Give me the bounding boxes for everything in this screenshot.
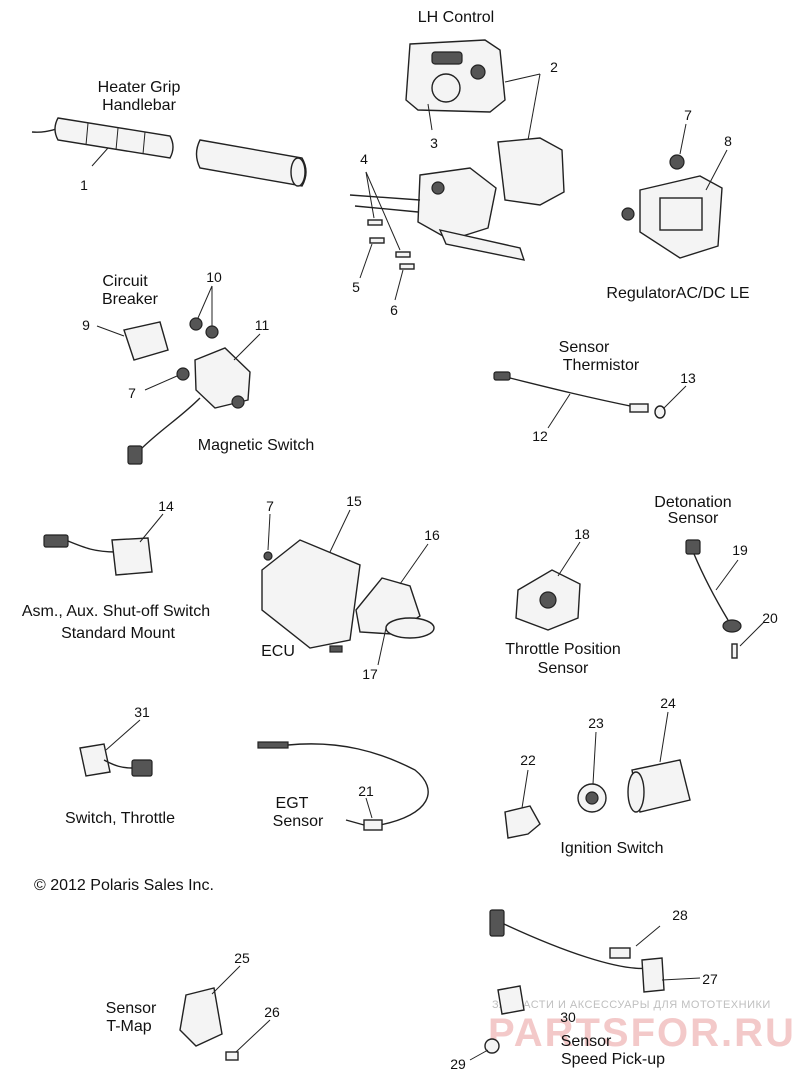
callout-3: 3 [430,135,438,151]
sensor-thermistor-group [493,371,687,429]
callout-7-breaker: 7 [128,385,136,401]
throttle-position-label-1: Throttle Position [505,641,621,658]
callout-11: 11 [255,317,270,333]
watermark-tagline: ЗАПЧАСТИ И АКСЕССУАРЫ ДЛЯ МОТОТЕХНИКИ [492,999,771,1011]
ignition-switch-group [504,711,691,839]
part-labels: LH Control Heater Grip Handlebar Regulat… [22,9,750,1068]
callout-16: 16 [424,527,440,543]
aux-shutoff-group [43,513,164,576]
speed-sensor-label-2: Speed Pick-up [561,1051,665,1068]
circuit-breaker [123,321,169,361]
callout-27: 27 [702,971,718,987]
lh-control-label: LH Control [418,9,494,26]
circuit-breaker-label-1: Circuit [102,273,148,290]
callout-15: 15 [346,493,362,509]
callout-10: 10 [206,269,222,285]
detonation-sensor-group [685,539,765,659]
ignition-key [504,805,541,839]
brake-control-group [349,137,565,301]
watermark: PARTSFOR.RU ЗАПЧАСТИ И АКСЕССУАРЫ ДЛЯ МО… [488,999,796,1055]
callout-13: 13 [680,370,696,386]
egt-label-2: Sensor [273,813,324,830]
magnetic-switch-body [194,347,251,409]
callout-6: 6 [390,302,398,318]
throttle-position-label-2: Sensor [538,660,589,677]
ecu-body [261,539,361,649]
detonation-label-1: Detonation [654,494,731,511]
callout-23: 23 [588,715,604,731]
circuit-breaker-label-2: Breaker [102,291,159,308]
heater-grip-group [31,117,307,187]
switch-throttle-label: Switch, Throttle [65,810,175,827]
heater-grip-label-1: Heater Grip [98,79,181,96]
switch-throttle-group [79,719,153,777]
watermark-logo: PARTSFOR.RU [488,1011,796,1055]
callout-17: 17 [362,666,378,682]
callout-numbers: 1 2 3 4 5 6 7 8 9 10 11 7 12 13 14 7 15 … [80,59,778,1072]
brake-lever [438,229,526,261]
control-body [417,167,497,241]
callout-21: 21 [358,783,374,799]
throttle-position-group [515,541,581,631]
magnetic-switch-label: Magnetic Switch [198,437,315,454]
callout-19: 19 [732,542,748,558]
heater-grip-label-2: Handlebar [102,97,177,114]
callout-31: 31 [134,704,150,720]
regulator-label: RegulatorAC/DC LE [606,285,749,302]
copyright-text: © 2012 Polaris Sales Inc. [34,877,214,894]
callout-14: 14 [158,498,174,514]
callout-18: 18 [574,526,590,542]
aux-shutoff-label-1: Asm., Aux. Shut-off Switch [22,603,210,620]
tmap-sensor-body [179,987,223,1047]
sensor-thermistor-label-2: Thermistor [563,357,640,374]
switch-throttle-body [79,743,111,777]
callout-20: 20 [762,610,778,626]
callout-26: 26 [264,1004,280,1020]
callout-22: 22 [520,752,536,768]
egt-sensor-group [257,741,429,831]
callout-29: 29 [450,1056,466,1072]
magnetic-switch-group [96,285,261,465]
callout-28: 28 [672,907,688,923]
callout-1: 1 [80,177,88,193]
heater-grip-left [54,117,174,159]
callout-30: 30 [560,1009,576,1025]
ecu-group [261,509,435,666]
callout-9: 9 [82,317,90,333]
control-cover [497,137,565,206]
tmap-label-2: T-Map [106,1018,151,1035]
regulator-group [621,123,728,259]
tmap-sensor-group [179,965,271,1061]
callout-4: 4 [360,151,368,167]
callout-7-regulator: 7 [684,107,692,123]
detonation-label-2: Sensor [668,510,719,527]
lh-control-housing [405,39,506,113]
aux-shutoff-switch [111,537,153,576]
callout-7-ecu: 7 [266,498,274,514]
callout-2: 2 [550,59,558,75]
callout-8: 8 [724,133,732,149]
speed-sensor-group [469,909,701,1061]
callout-25: 25 [234,950,250,966]
ignition-switch-label: Ignition Switch [560,840,663,857]
aux-shutoff-label-2: Standard Mount [61,625,175,642]
heater-grip-right [195,139,307,187]
callout-5: 5 [352,279,360,295]
lh-control-group [405,39,541,141]
callout-24: 24 [660,695,676,711]
ecu-label: ECU [261,643,295,660]
sensor-thermistor-label-1: Sensor [559,339,610,356]
tmap-label-1: Sensor [106,1000,157,1017]
egt-label-1: EGT [276,795,309,812]
callout-12: 12 [532,428,548,444]
speed-sensor-label-1: Sensor [561,1033,612,1050]
